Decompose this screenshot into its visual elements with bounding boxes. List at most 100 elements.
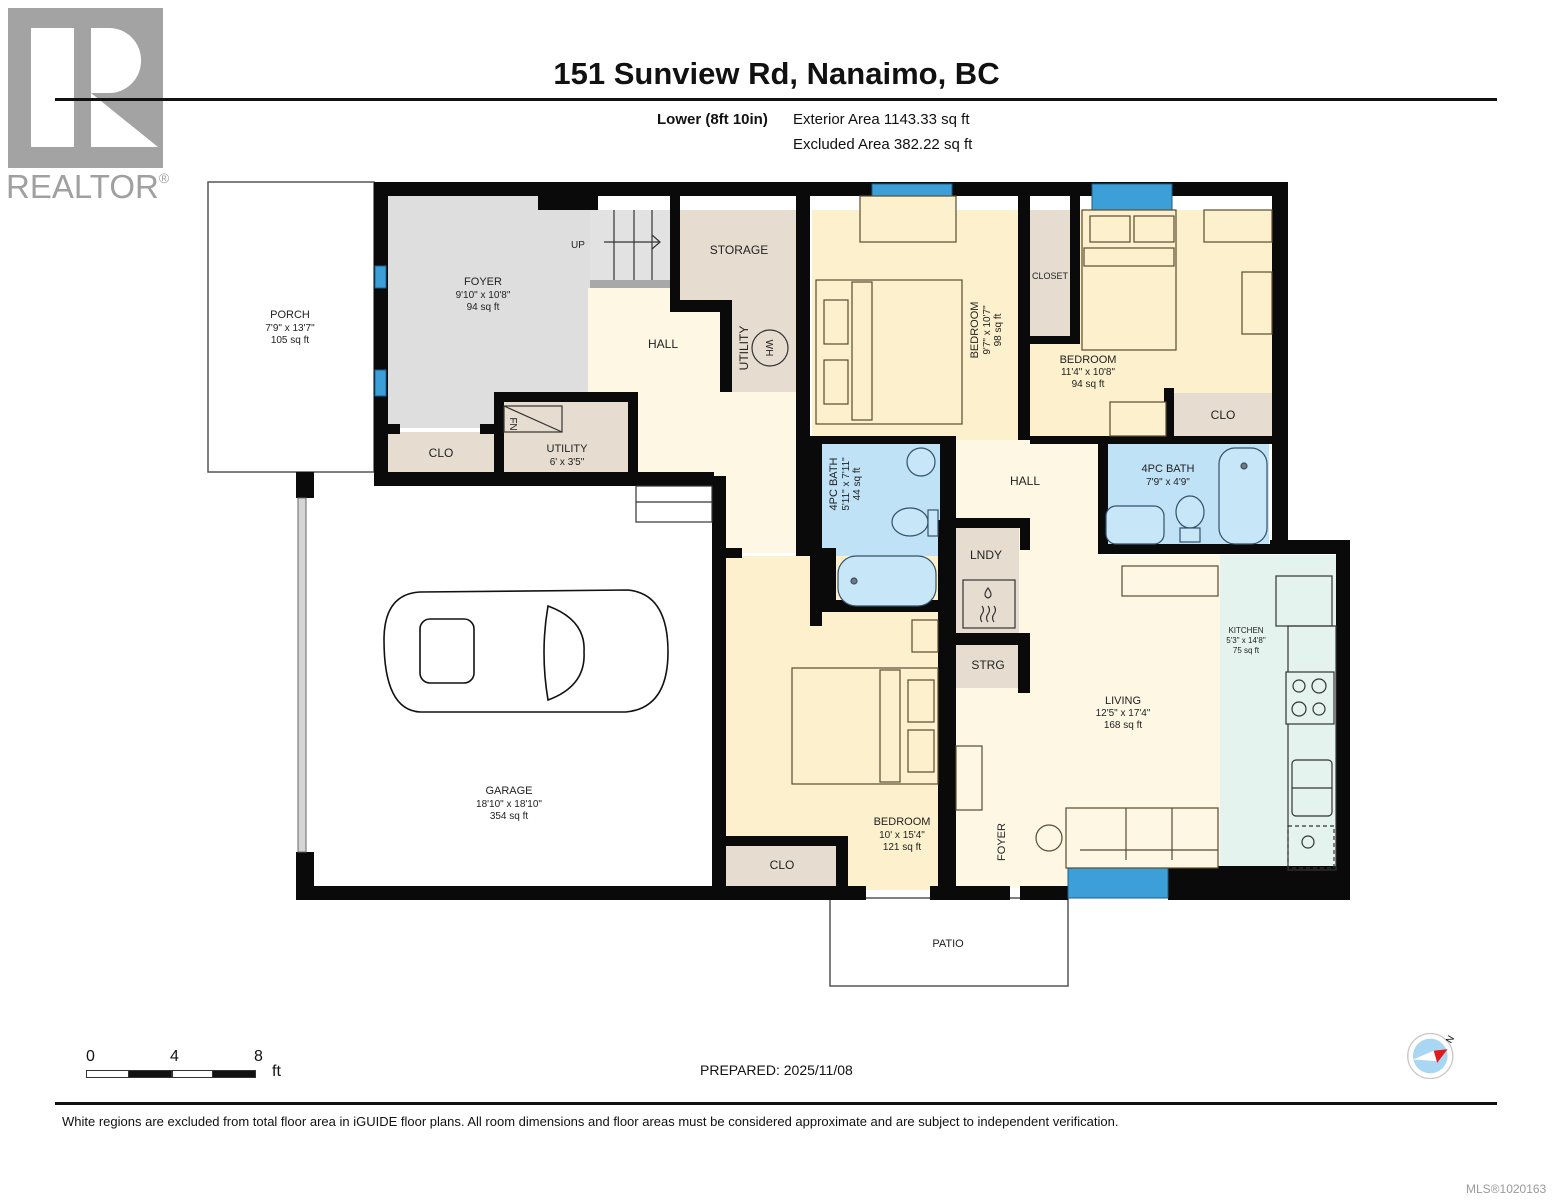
utility-small-name: UTILITY bbox=[547, 443, 589, 455]
bedroom3-area-text: 121 sq ft bbox=[883, 842, 922, 853]
toilet-bath1 bbox=[891, 507, 929, 537]
bedroom3-dims: 10' x 15'4" bbox=[879, 830, 925, 841]
sofa-living bbox=[1065, 807, 1219, 869]
bath2-dims: 7'9" x 4'9" bbox=[1146, 477, 1190, 488]
bath-fixtures bbox=[837, 447, 1268, 607]
kitchen-area-text: 75 sq ft bbox=[1233, 646, 1260, 655]
bed-bedroom1 bbox=[815, 279, 963, 425]
garage-dims: 18'10" x 18'10" bbox=[476, 799, 542, 810]
scale-tick-0: 0 bbox=[86, 1048, 95, 1065]
closet-name: CLOSET bbox=[1032, 271, 1069, 281]
bath1-name: 4PC BATH bbox=[828, 457, 840, 510]
realtor-logo-icon bbox=[8, 8, 163, 168]
kitchen-name: KITCHEN bbox=[1228, 626, 1263, 635]
clo-bedroom2-area bbox=[1174, 393, 1272, 437]
window-foyer-upper bbox=[374, 265, 387, 289]
realtor-logo-text: REALTOR® bbox=[6, 168, 170, 205]
cabinet-bedroom3 bbox=[911, 619, 939, 653]
window-living bbox=[1067, 867, 1169, 899]
bed-bedroom3 bbox=[791, 667, 939, 785]
bathtub-bath1 bbox=[837, 555, 937, 607]
bath1-dims: 5'11" x 7'11" bbox=[841, 457, 852, 511]
laundry-name: LNDY bbox=[970, 548, 1002, 562]
sink-bath1 bbox=[906, 447, 936, 477]
clo-foyer-area bbox=[388, 432, 494, 474]
porch-area: 105 sq ft bbox=[271, 335, 310, 346]
water-heater-label: WH bbox=[763, 340, 774, 357]
foyer-name: FOYER bbox=[464, 276, 502, 288]
garage-steps-icon bbox=[635, 485, 713, 523]
bedroom1-dims: 9'7" x 10'7" bbox=[982, 305, 993, 355]
room-labels: PORCH 7'9" x 13'7" 105 sq ft FOYER 9'10"… bbox=[265, 240, 1266, 950]
level-label: Lower (8ft 10in) bbox=[657, 111, 768, 128]
garage-door bbox=[297, 497, 307, 853]
furnace-icon bbox=[503, 405, 563, 433]
fridge bbox=[1275, 575, 1333, 627]
foyer-area-text: 94 sq ft bbox=[467, 302, 500, 313]
furniture bbox=[791, 195, 1273, 869]
footer-divider bbox=[55, 1102, 1497, 1105]
page-title: 151 Sunview Rd, Nanaimo, BC bbox=[553, 56, 1000, 91]
counter bbox=[1287, 625, 1337, 871]
clo-bedroom2-name: CLO bbox=[1211, 408, 1236, 422]
patio-name: PATIO bbox=[932, 938, 964, 950]
stairs-icon bbox=[604, 210, 661, 280]
window-bedroom2 bbox=[1091, 183, 1173, 211]
shelf-living bbox=[955, 745, 983, 811]
foyer-area bbox=[386, 196, 590, 428]
compass-north-label: N bbox=[1444, 1034, 1457, 1046]
nightstand-bedroom2 bbox=[1109, 401, 1167, 437]
mls-number: MLS®1020163 bbox=[1466, 1182, 1547, 1196]
patio-area bbox=[829, 897, 1069, 987]
dishwasher bbox=[1287, 825, 1335, 869]
scale-tick-4: 4 bbox=[170, 1048, 179, 1065]
living-dims: 12'5" x 17'4" bbox=[1096, 708, 1151, 719]
cabinet-bedroom2 bbox=[1241, 271, 1273, 335]
stove bbox=[1285, 671, 1335, 725]
living-area-text: 168 sq ft bbox=[1104, 720, 1143, 731]
desk-bedroom2 bbox=[1203, 209, 1273, 243]
foyer-dims: 9'10" x 10'8" bbox=[456, 290, 511, 301]
storage-area bbox=[680, 210, 796, 310]
storage-name: STORAGE bbox=[710, 243, 768, 257]
kitchen-appliances bbox=[1275, 575, 1337, 871]
car-icon bbox=[383, 589, 669, 713]
living-name: LIVING bbox=[1105, 695, 1141, 707]
bedroom1-area-text: 98 sq ft bbox=[993, 313, 1004, 346]
hall-left-name: HALL bbox=[648, 337, 678, 351]
window-foyer-lower bbox=[374, 369, 387, 397]
compass-icon: N bbox=[1407, 1032, 1457, 1080]
sink-bath2 bbox=[1105, 505, 1165, 545]
hall-right-name: HALL bbox=[1010, 474, 1040, 488]
bed-bedroom2 bbox=[1081, 209, 1177, 351]
furnace-label: FN bbox=[507, 417, 518, 430]
excluded-area: Excluded Area 382.22 sq ft bbox=[793, 136, 973, 153]
utility-wh-name: UTILITY bbox=[737, 326, 751, 371]
closet-area-2 bbox=[1030, 210, 1070, 338]
bedroom1-name: BEDROOM bbox=[969, 302, 981, 359]
bedroom2-name: BEDROOM bbox=[1060, 354, 1117, 366]
clo-bedroom3-area bbox=[726, 844, 836, 890]
foyer-small-name: FOYER bbox=[996, 823, 1008, 861]
scale-unit: ft bbox=[272, 1063, 281, 1080]
stairs-up-label: UP bbox=[571, 240, 585, 251]
bedroom2-dims: 11'4" x 10'8" bbox=[1061, 367, 1116, 378]
exterior-area: Exterior Area 1143.33 sq ft bbox=[793, 111, 970, 128]
stairs-area bbox=[590, 210, 670, 282]
utility-small-area bbox=[502, 402, 634, 474]
porch-name: PORCH bbox=[270, 309, 310, 321]
clo-foyer-name: CLO bbox=[429, 446, 454, 460]
garage-name: GARAGE bbox=[485, 785, 532, 797]
stair-landing bbox=[590, 280, 670, 288]
bath2-name: 4PC BATH bbox=[1142, 463, 1195, 475]
windows bbox=[374, 183, 1173, 899]
washer-dryer-icon bbox=[962, 579, 1016, 629]
strg-name: STRG bbox=[971, 658, 1004, 672]
water-heater-icon bbox=[751, 329, 789, 367]
dresser-bedroom1 bbox=[859, 195, 957, 243]
side-table-living bbox=[1035, 824, 1063, 852]
utility-wh-area bbox=[730, 300, 796, 392]
toilet-bath2 bbox=[1175, 495, 1205, 529]
porch-dims: 7'9" x 13'7" bbox=[265, 323, 315, 334]
bedroom3-name: BEDROOM bbox=[874, 816, 931, 828]
